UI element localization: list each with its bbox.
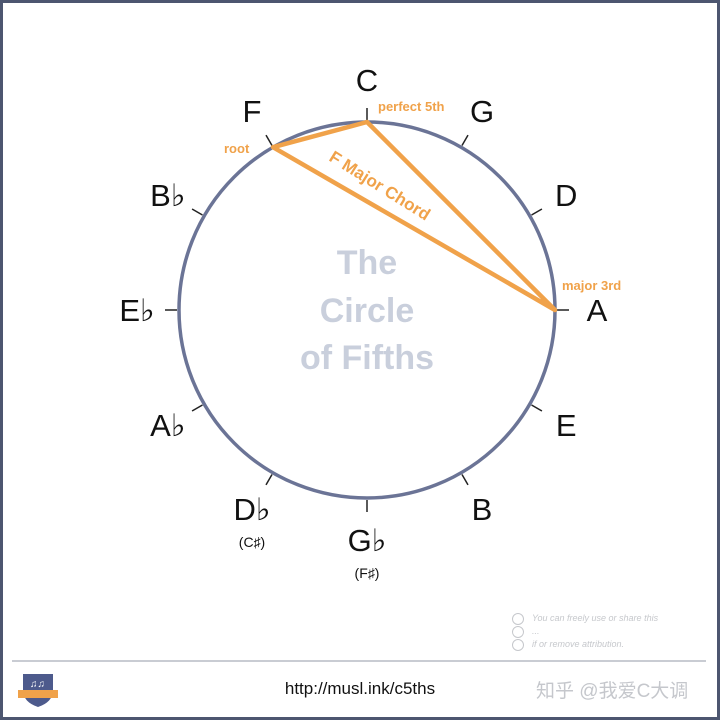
license-notice: You can freely use or share this ... if … [512,612,712,651]
note-label: G [470,94,494,129]
sa-icon [512,638,524,651]
major-third-label: major 3rd [562,278,621,293]
circle-of-fifths-diagram: C G D A E B G♭ (F♯) D♭ (C♯) A♭ E♭ B♭ F The Circle of … [119,63,621,581]
cc-icon [512,612,524,625]
root-label: root [224,141,250,156]
license-line: ... [532,626,540,636]
note-label: C [356,63,378,98]
note-label: D [555,178,577,213]
note-label: E♭ [119,293,154,328]
svg-text:♫♫: ♫♫ [30,679,45,690]
tick-2 [531,208,543,216]
tick-10 [191,208,203,216]
note-label: B [472,492,493,527]
title-line-1: The [337,244,397,282]
tick-1 [461,134,469,146]
note-label: E [556,408,577,443]
tick-5 [461,474,469,486]
note-label: B♭ [150,178,185,213]
watermark: 知乎 @我爱C大调 [536,681,689,702]
license-line: You can freely use or share this [532,613,659,623]
enharmonic-label: (C♯) [239,534,265,550]
tick-4 [531,404,543,412]
note-label: G♭ [348,523,387,558]
title-line-2: Circle [320,292,415,330]
license-line: if or remove attribution. [532,639,625,649]
title-line-3: of Fifths [300,339,434,377]
chord-triangle [270,119,558,313]
enharmonic-label: (F♯) [355,565,380,581]
perfect-fifth-label: perfect 5th [378,99,445,114]
footer-url-link[interactable]: http://musl.ink/c5ths [284,679,436,698]
tick-8 [191,404,203,412]
tick-7 [265,474,273,486]
note-label: F [243,94,262,129]
footer-divider [12,660,706,662]
shield-logo-icon: ♫♫ [18,674,58,707]
note-label: A [587,293,608,328]
note-label: D♭ [233,492,270,527]
note-label: A♭ [150,408,185,443]
by-icon [512,625,524,638]
tick-11 [265,134,273,146]
